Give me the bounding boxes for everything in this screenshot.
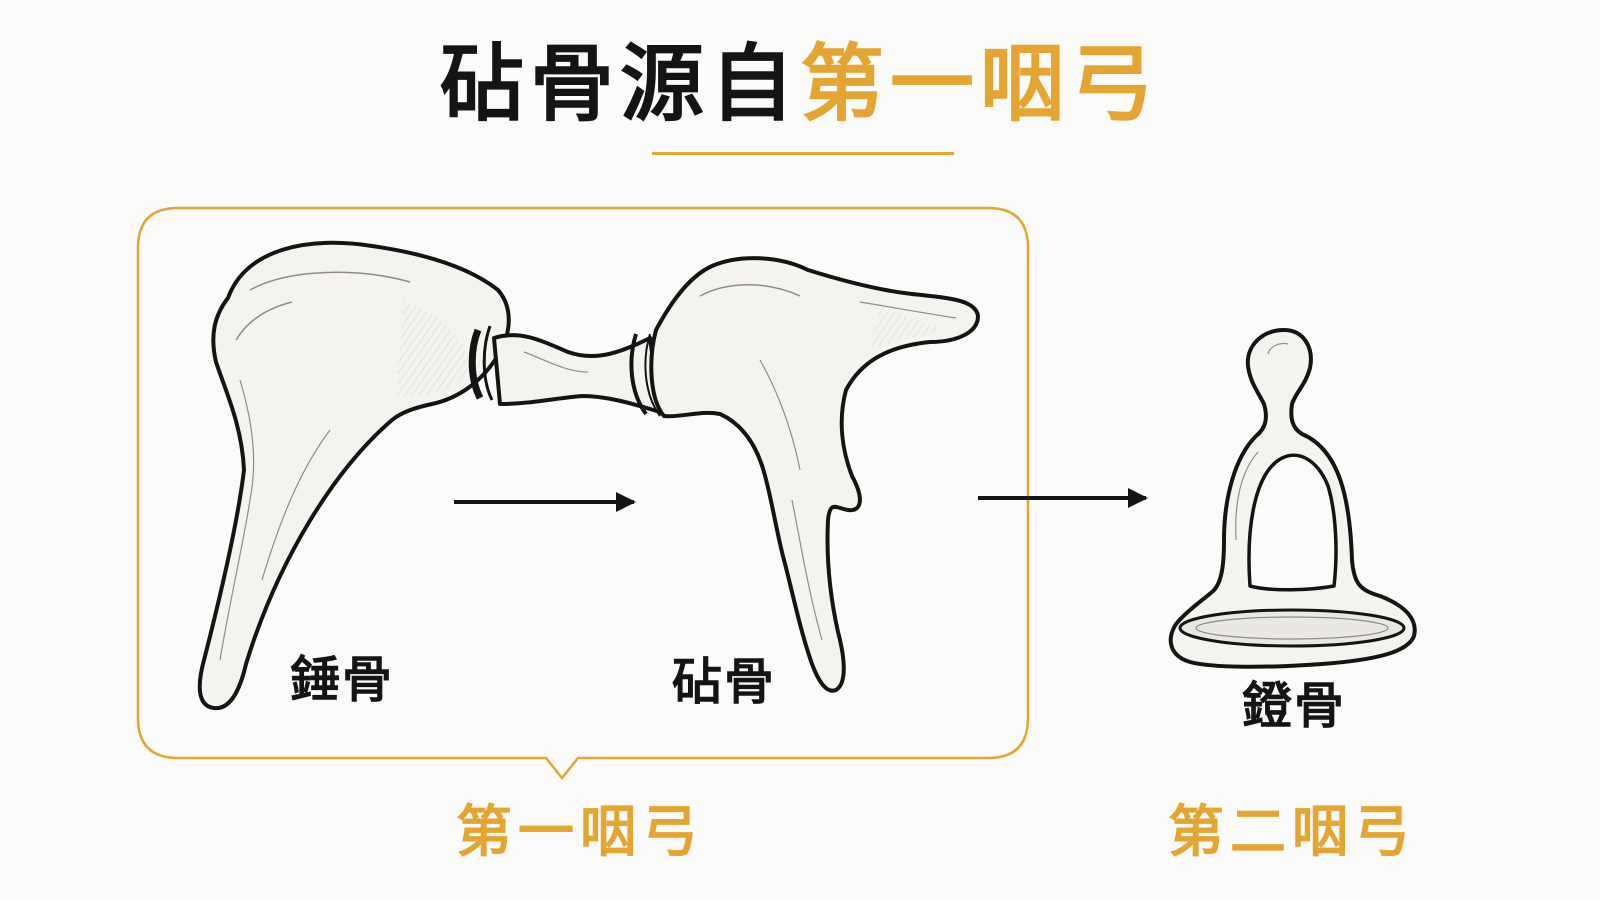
first-arch-bracket — [136, 206, 1030, 781]
ossicle-neck — [492, 333, 662, 417]
malleus-incus-joint — [468, 325, 494, 401]
first-arch-label: 第一咽弓 — [456, 800, 704, 865]
title-underline — [652, 152, 954, 155]
malleus-label: 錘骨 — [290, 651, 394, 709]
malleus-bone — [197, 240, 511, 711]
title-part-dark: 砧骨源自 — [439, 35, 800, 133]
page-title: 砧骨源自第一咽弓 — [0, 34, 1600, 134]
incus-bone — [649, 256, 980, 693]
second-arch-label: 第二咽弓 — [1168, 800, 1416, 865]
stapes-bone — [1168, 328, 1417, 669]
title-part-accent: 第一咽弓 — [800, 35, 1161, 133]
stapes-label: 鐙骨 — [1242, 677, 1346, 735]
incus-label: 砧骨 — [672, 653, 776, 711]
